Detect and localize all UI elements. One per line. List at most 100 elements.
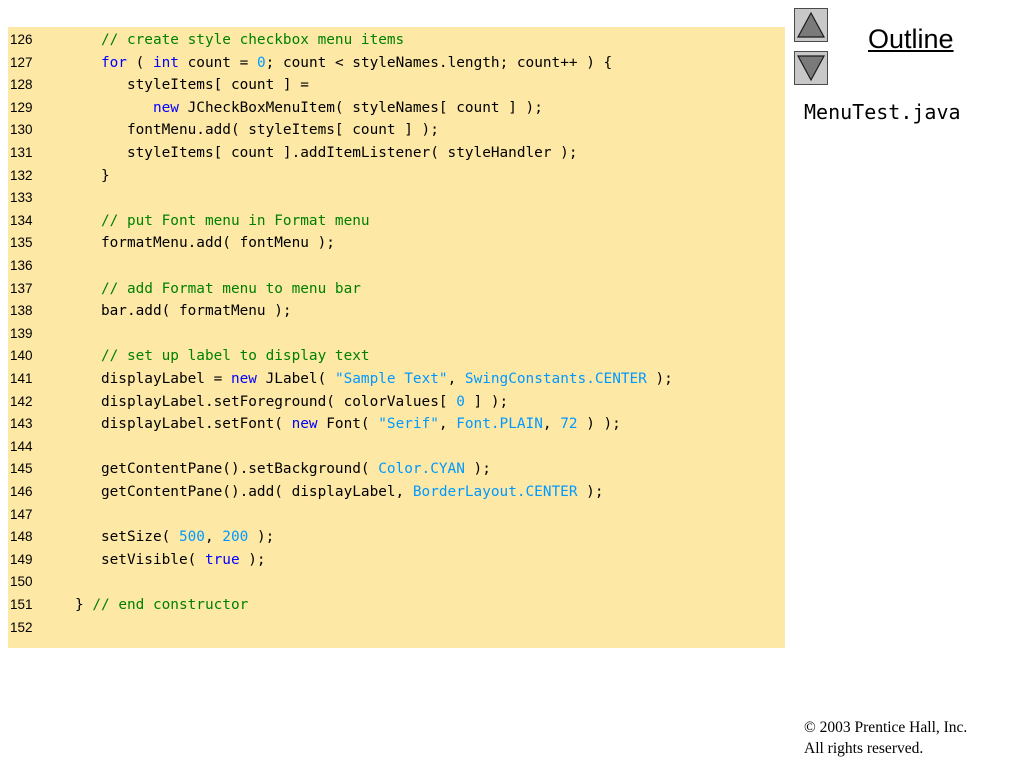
code-keyword: int bbox=[152, 54, 179, 71]
line-number: 140 bbox=[10, 348, 33, 364]
code-keyword: new bbox=[152, 99, 179, 116]
code-token: ); bbox=[239, 551, 266, 568]
code-comment: // end constructor bbox=[92, 597, 249, 613]
line-number: 130 bbox=[10, 122, 33, 138]
code-token: JCheckBoxMenuItem( styleNames[ count ] )… bbox=[178, 99, 543, 116]
code-literal: 0 bbox=[456, 393, 465, 410]
file-name-label: MenuTest.java bbox=[804, 100, 961, 124]
code-token: ); bbox=[577, 484, 604, 500]
code-text: } bbox=[49, 165, 110, 187]
line-number: 137 bbox=[10, 280, 33, 296]
line-number: 143 bbox=[10, 416, 33, 432]
code-text: // put Font menu in Format menu bbox=[49, 210, 370, 232]
code-token bbox=[49, 213, 101, 229]
line-number: 136 bbox=[10, 258, 33, 273]
line-number: 146 bbox=[10, 484, 33, 499]
code-text: bar.add( formatMenu ); bbox=[49, 300, 292, 322]
code-token: getContentPane().setBackground( bbox=[49, 461, 379, 478]
code-token: ( bbox=[126, 54, 153, 71]
code-keyword: new bbox=[230, 371, 257, 387]
triangle-down-icon bbox=[796, 55, 826, 82]
line-number: 152 bbox=[10, 619, 33, 635]
code-token: ) ); bbox=[577, 416, 621, 433]
code-text: styleItems[ count ] = bbox=[49, 74, 309, 96]
code-token: Font( bbox=[317, 416, 379, 433]
code-text: displayLabel.setForeground( colorValues[… bbox=[49, 391, 508, 413]
line-number: 129 bbox=[10, 99, 33, 115]
code-literal: 72 bbox=[560, 416, 578, 433]
code-literal: 500 bbox=[178, 529, 205, 546]
code-token: } bbox=[49, 597, 93, 613]
code-token: , bbox=[204, 529, 223, 546]
code-text: // set up label to display text bbox=[49, 345, 370, 367]
line-number: 145 bbox=[10, 461, 33, 477]
code-token: ); bbox=[248, 529, 275, 546]
line-number: 150 bbox=[10, 574, 33, 590]
line-number: 144 bbox=[10, 438, 33, 454]
code-token: displayLabel = bbox=[49, 371, 231, 387]
previous-slide-button[interactable] bbox=[794, 8, 828, 42]
code-token: } bbox=[49, 167, 110, 184]
line-number: 131 bbox=[10, 145, 33, 160]
code-text: // add Format menu to menu bar bbox=[49, 278, 361, 300]
line-number: 142 bbox=[10, 393, 33, 409]
code-token: styleItems[ count ].addItemListener( sty… bbox=[49, 145, 578, 161]
code-literal: Color.CYAN bbox=[378, 461, 465, 478]
code-keyword: true bbox=[204, 551, 240, 568]
line-number: 135 bbox=[10, 235, 33, 251]
code-token: ); bbox=[464, 461, 491, 478]
code-token bbox=[49, 100, 153, 116]
code-token: , bbox=[542, 416, 561, 433]
code-token bbox=[49, 348, 101, 364]
code-text: } // end constructor bbox=[49, 594, 248, 616]
line-number: 126 bbox=[10, 32, 33, 47]
triangle-up-icon bbox=[796, 11, 826, 38]
code-literal: BorderLayout.CENTER bbox=[412, 484, 578, 500]
code-comment: // add Format menu to menu bar bbox=[100, 280, 361, 297]
code-panel: 126 // create style checkbox menu items 1… bbox=[8, 27, 785, 648]
code-text: // create style checkbox menu items bbox=[49, 29, 404, 51]
code-token: styleItems[ count ] = bbox=[49, 77, 309, 94]
code-token: ); bbox=[646, 371, 673, 387]
code-token: bar.add( formatMenu ); bbox=[49, 303, 292, 320]
line-number: 148 bbox=[10, 529, 33, 545]
code-text: setVisible( true ); bbox=[49, 549, 266, 571]
copyright-line-1: © 2003 Prentice Hall, Inc. bbox=[804, 719, 968, 736]
code-text: getContentPane().add( displayLabel, Bord… bbox=[49, 481, 604, 503]
line-number: 141 bbox=[10, 371, 33, 386]
code-literal: 0 bbox=[256, 54, 266, 71]
code-literal: "Sample Text" bbox=[334, 371, 448, 387]
code-token: setSize( bbox=[49, 529, 179, 546]
code-token: count = bbox=[178, 54, 257, 71]
code-text: styleItems[ count ].addItemListener( sty… bbox=[49, 142, 578, 164]
code-text: displayLabel = new JLabel( "Sample Text"… bbox=[49, 368, 673, 390]
copyright-notice: © 2003 Prentice Hall, Inc. All rights re… bbox=[804, 717, 967, 759]
line-number: 138 bbox=[10, 303, 33, 319]
line-number: 132 bbox=[10, 167, 33, 183]
code-text: displayLabel.setFont( new Font( "Serif",… bbox=[49, 413, 621, 435]
code-text: fontMenu.add( styleItems[ count ] ); bbox=[49, 119, 439, 141]
code-text: formatMenu.add( fontMenu ); bbox=[49, 232, 335, 254]
code-literal: "Serif" bbox=[378, 416, 439, 433]
code-token: JLabel( bbox=[256, 371, 335, 387]
code-token: formatMenu.add( fontMenu ); bbox=[49, 235, 335, 252]
code-token: ; count < styleNames.length; count++ ) { bbox=[265, 54, 613, 71]
code-comment: // put Font menu in Format menu bbox=[100, 212, 370, 229]
code-token: fontMenu.add( styleItems[ count ] ); bbox=[49, 122, 439, 139]
line-number: 128 bbox=[10, 77, 33, 93]
code-token bbox=[49, 32, 101, 48]
code-token bbox=[49, 281, 101, 297]
code-comment: // set up label to display text bbox=[100, 348, 370, 365]
code-token: getContentPane().add( displayLabel, bbox=[49, 484, 413, 500]
code-text: setSize( 500, 200 ); bbox=[49, 526, 274, 548]
next-slide-button[interactable] bbox=[794, 51, 828, 85]
outline-link[interactable]: Outline bbox=[868, 24, 954, 54]
code-text: for ( int count = 0; count < styleNames.… bbox=[49, 52, 612, 74]
code-text: new JCheckBoxMenuItem( styleNames[ count… bbox=[49, 97, 543, 119]
code-token: , bbox=[438, 416, 457, 433]
code-token: ] ); bbox=[464, 393, 509, 410]
line-number: 134 bbox=[10, 212, 33, 228]
code-literal: Font.PLAIN bbox=[456, 416, 543, 433]
code-token: displayLabel.setForeground( colorValues[ bbox=[49, 393, 457, 410]
line-number: 133 bbox=[10, 190, 33, 206]
